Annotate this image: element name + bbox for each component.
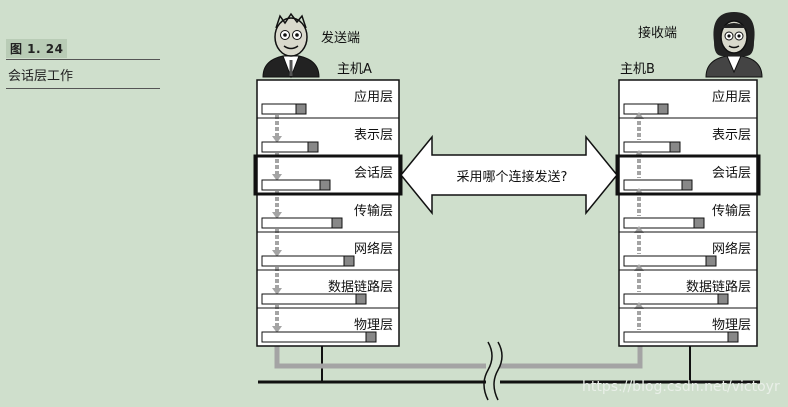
host-a-label: 主机A: [337, 62, 372, 77]
host-b-layer-label: 传输层: [712, 203, 751, 219]
host-a-header-block: [331, 217, 343, 229]
host-b-layer-label: 表示层: [712, 128, 751, 143]
host-a-flow-arrowhead: [272, 326, 282, 333]
host-a-layer-label: 传输层: [354, 203, 393, 219]
host-b-data-unit: [623, 255, 717, 267]
host-a-header-block: [295, 103, 307, 115]
receiver-role-label: 接收端: [638, 25, 677, 41]
host-b-header-block: [693, 217, 705, 229]
host-b-header-block: [669, 141, 681, 153]
host-b-data-unit: [623, 217, 705, 229]
host-b-flow-arrowhead: [634, 112, 644, 119]
host-a-flow-arrowhead: [272, 288, 282, 295]
break-mark-right: [493, 341, 503, 401]
host-a-data-unit: [261, 331, 377, 343]
caption-rule-bottom: [6, 88, 160, 89]
host-b-layer-label: 网络层: [712, 241, 751, 257]
host-b-flow-arrowhead: [634, 264, 644, 271]
host-a-layer-label: 会话层: [354, 166, 393, 181]
host-a-data-unit: [261, 217, 343, 229]
host-a-header-block: [307, 141, 319, 153]
host-a-header-block: [355, 293, 367, 305]
host-a-flow-arrowhead: [272, 212, 282, 219]
host-b-layer-label: 应用层: [712, 89, 751, 105]
host-b-data-unit: [623, 293, 729, 305]
transmission-path: [274, 336, 643, 369]
host-b-label: 主机B: [620, 62, 655, 77]
bidirectional-arrow: [400, 134, 618, 216]
host-a-data-unit: [261, 293, 367, 305]
caption-rule-top: [6, 59, 160, 60]
figure-caption: 图 1. 24 会话层工作: [6, 38, 160, 89]
host-b-header-block: [717, 293, 729, 305]
receiver-person-icon: [705, 12, 763, 78]
host-b-data-unit: [623, 331, 739, 343]
host-a-layer-label: 网络层: [354, 241, 393, 257]
host-a-flow-arrowhead: [272, 174, 282, 181]
host-b-flow-arrowhead: [634, 226, 644, 233]
host-a-data-unit: [261, 255, 355, 267]
host-a-flow-arrowhead: [272, 136, 282, 143]
host-a-header-block: [319, 179, 331, 191]
host-a-layer-label: 物理层: [354, 318, 393, 333]
host-b-header-block: [727, 331, 739, 343]
host-b-header-block: [705, 255, 717, 267]
host-b-layer-label: 数据链路层: [686, 279, 751, 295]
host-a-header-block: [365, 331, 377, 343]
host-a-header-block: [343, 255, 355, 267]
host-b-layer-label: 会话层: [712, 166, 751, 181]
host-b-layer-label: 物理层: [712, 318, 751, 333]
figure-number: 图 1. 24: [6, 39, 68, 58]
host-b-header-block: [681, 179, 693, 191]
host-a-layer-label: 数据链路层: [328, 279, 393, 295]
sender-role-label: 发送端: [321, 30, 360, 46]
host-b-flow-arrowhead: [634, 302, 644, 309]
host-a-flow-arrowhead: [272, 250, 282, 257]
question-text: 采用哪个连接发送?: [457, 169, 568, 185]
sender-person-icon: [262, 12, 320, 79]
break-mark-left: [483, 341, 493, 401]
figure-title: 会话层工作: [8, 69, 74, 84]
host-a-layer-label: 应用层: [354, 89, 393, 105]
host-a-layer-label: 表示层: [354, 128, 393, 143]
host-b-header-block: [657, 103, 669, 115]
watermark: https://blog.csdn.net/victoyr: [582, 379, 780, 395]
break-gap: [486, 340, 500, 402]
